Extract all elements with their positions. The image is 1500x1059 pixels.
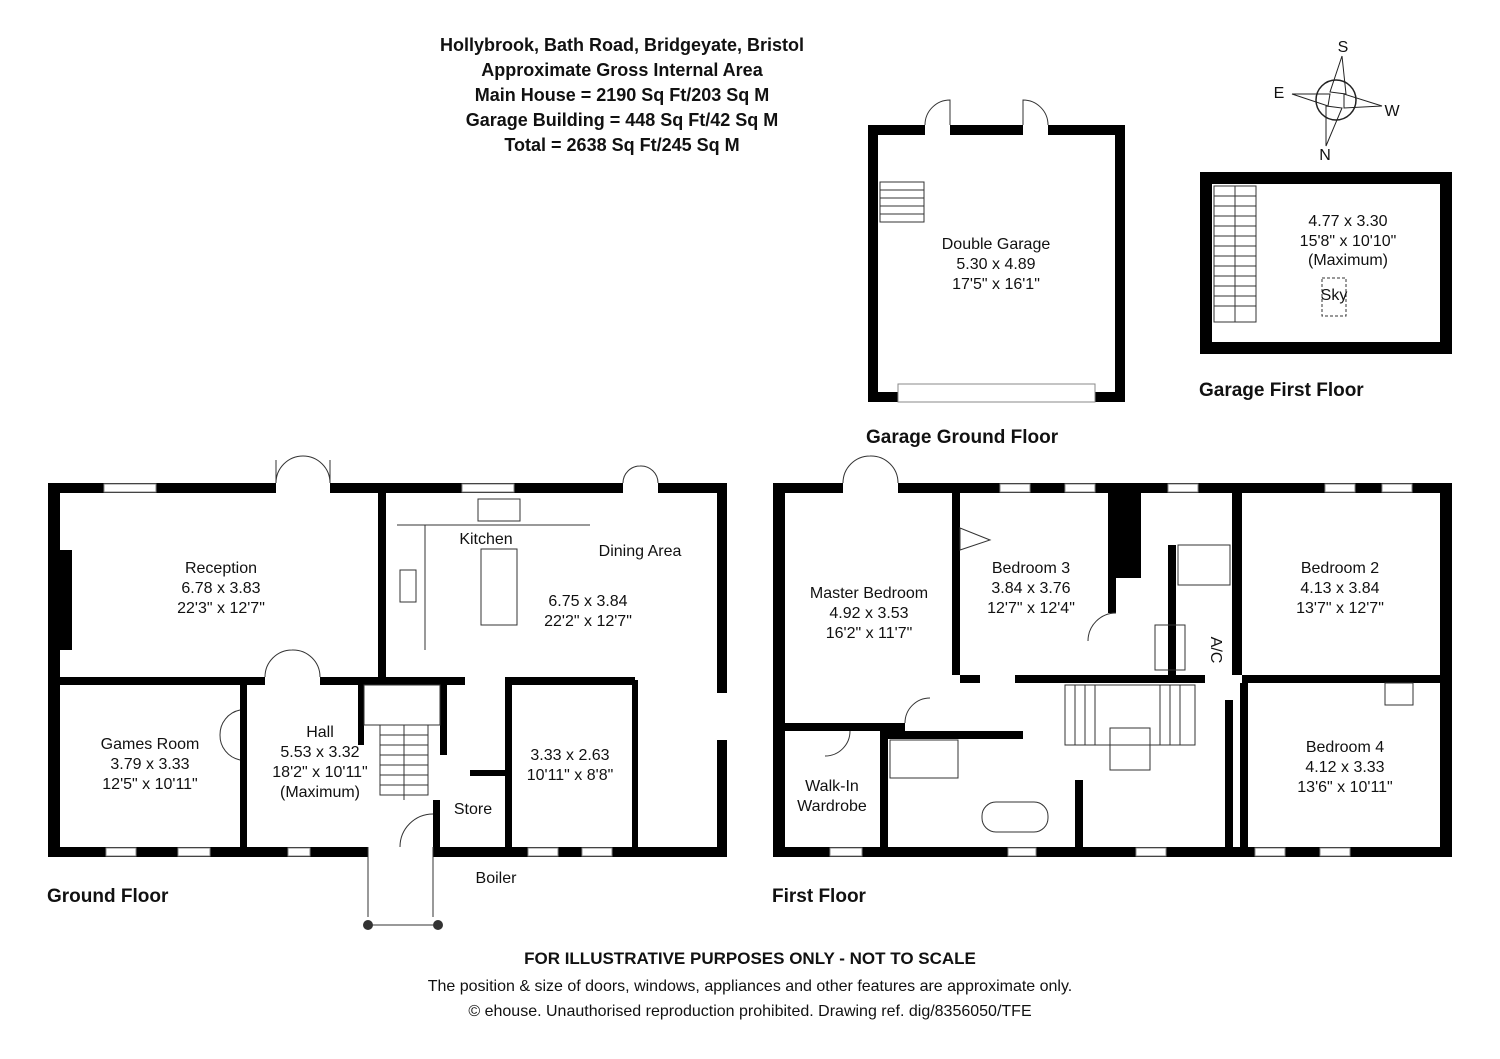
garage-area: Garage Building = 448 Sq Ft/42 Sq M — [466, 110, 779, 130]
bedroom4-imperial: 13'6" x 10'11" — [1297, 779, 1392, 796]
bedroom3-metric: 3.84 x 3.76 — [991, 580, 1070, 597]
reception-name: Reception — [185, 560, 257, 577]
store-label: Store — [454, 801, 492, 818]
compass-s: S — [1338, 39, 1349, 56]
dining-area-name: Dining Area — [599, 543, 682, 560]
bedroom2-metric: 4.13 x 3.84 — [1300, 580, 1379, 597]
games-room-metric: 3.79 x 3.33 — [110, 756, 189, 773]
first-floor: Master Bedroom 4.92 x 3.53 16'2" x 11'7"… — [772, 455, 1452, 907]
hall-imperial: 18'2" x 10'11" — [272, 764, 367, 781]
study-imperial: 10'11" x 8'8" — [527, 767, 614, 784]
garage-ground-floor: Double Garage 5.30 x 4.89 17'5" x 16'1" … — [866, 99, 1125, 448]
compass-n: N — [1319, 147, 1331, 164]
master-bedroom-name: Master Bedroom — [810, 585, 928, 602]
study-metric: 3.33 x 2.63 — [530, 747, 609, 764]
games-room-name: Games Room — [101, 736, 200, 753]
garage-first-floor: 4.77 x 3.30 15'8" x 10'10" (Maximum) Sky… — [1199, 172, 1452, 401]
garage-first-note: (Maximum) — [1308, 252, 1388, 269]
reception-imperial: 22'3" x 12'7" — [177, 600, 265, 617]
hall-metric: 5.53 x 3.32 — [280, 744, 359, 761]
copyright-note: © ehouse. Unauthorised reproduction proh… — [468, 1003, 1031, 1020]
garage-room-name: Double Garage — [942, 236, 1051, 253]
disclaimer: FOR ILLUSTRATIVE PURPOSES ONLY - NOT TO … — [524, 949, 976, 968]
compass-w: W — [1384, 103, 1400, 120]
master-bedroom-imperial: 16'2" x 11'7" — [826, 625, 913, 642]
hall-note: (Maximum) — [280, 784, 360, 801]
bedroom3-name: Bedroom 3 — [992, 560, 1070, 577]
kitchen-imperial: 22'2" x 12'7" — [544, 613, 632, 630]
area-subtitle: Approximate Gross Internal Area — [481, 60, 763, 80]
garage-first-metric: 4.77 x 3.30 — [1308, 213, 1387, 230]
wardrobe-line1: Walk-In — [805, 778, 859, 795]
ground-floor-label: Ground Floor — [47, 886, 169, 907]
boiler-label: Boiler — [476, 870, 518, 887]
garage-first-floor-label: Garage First Floor — [1199, 380, 1364, 401]
wardrobe-line2: Wardrobe — [797, 798, 867, 815]
bedroom2-imperial: 13'7" x 12'7" — [1296, 600, 1384, 617]
kitchen-name: Kitchen — [459, 531, 512, 548]
approximation-note: The position & size of doors, windows, a… — [428, 978, 1073, 995]
skylight-label: Sky — [1321, 287, 1348, 304]
property-title: Hollybrook, Bath Road, Bridgeyate, Brist… — [440, 35, 804, 55]
games-room-imperial: 12'5" x 10'11" — [102, 776, 197, 793]
hall-name: Hall — [306, 724, 334, 741]
main-house-area: Main House = 2190 Sq Ft/203 Sq M — [475, 85, 770, 105]
first-floor-label: First Floor — [772, 886, 867, 907]
ground-floor: Reception 6.78 x 3.83 22'3" x 12'7" Kitc… — [47, 455, 727, 930]
garage-ground-floor-label: Garage Ground Floor — [866, 427, 1059, 448]
total-area: Total = 2638 Sq Ft/245 Sq M — [504, 135, 739, 155]
compass-icon: S E W N — [1274, 39, 1401, 164]
header: Hollybrook, Bath Road, Bridgeyate, Brist… — [440, 35, 804, 155]
bedroom4-name: Bedroom 4 — [1306, 739, 1384, 756]
reception-metric: 6.78 x 3.83 — [181, 580, 260, 597]
ac-label: A/C — [1207, 637, 1224, 664]
garage-room-metric: 5.30 x 4.89 — [956, 256, 1035, 273]
bedroom2-name: Bedroom 2 — [1301, 560, 1379, 577]
footer: FOR ILLUSTRATIVE PURPOSES ONLY - NOT TO … — [428, 949, 1073, 1020]
garage-first-imperial: 15'8" x 10'10" — [1300, 233, 1397, 250]
garage-room-imperial: 17'5" x 16'1" — [952, 276, 1040, 293]
bedroom3-imperial: 12'7" x 12'4" — [987, 600, 1075, 617]
kitchen-metric: 6.75 x 3.84 — [548, 593, 627, 610]
bedroom4-metric: 4.12 x 3.33 — [1305, 759, 1384, 776]
compass-e: E — [1274, 85, 1285, 102]
master-bedroom-metric: 4.92 x 3.53 — [829, 605, 908, 622]
